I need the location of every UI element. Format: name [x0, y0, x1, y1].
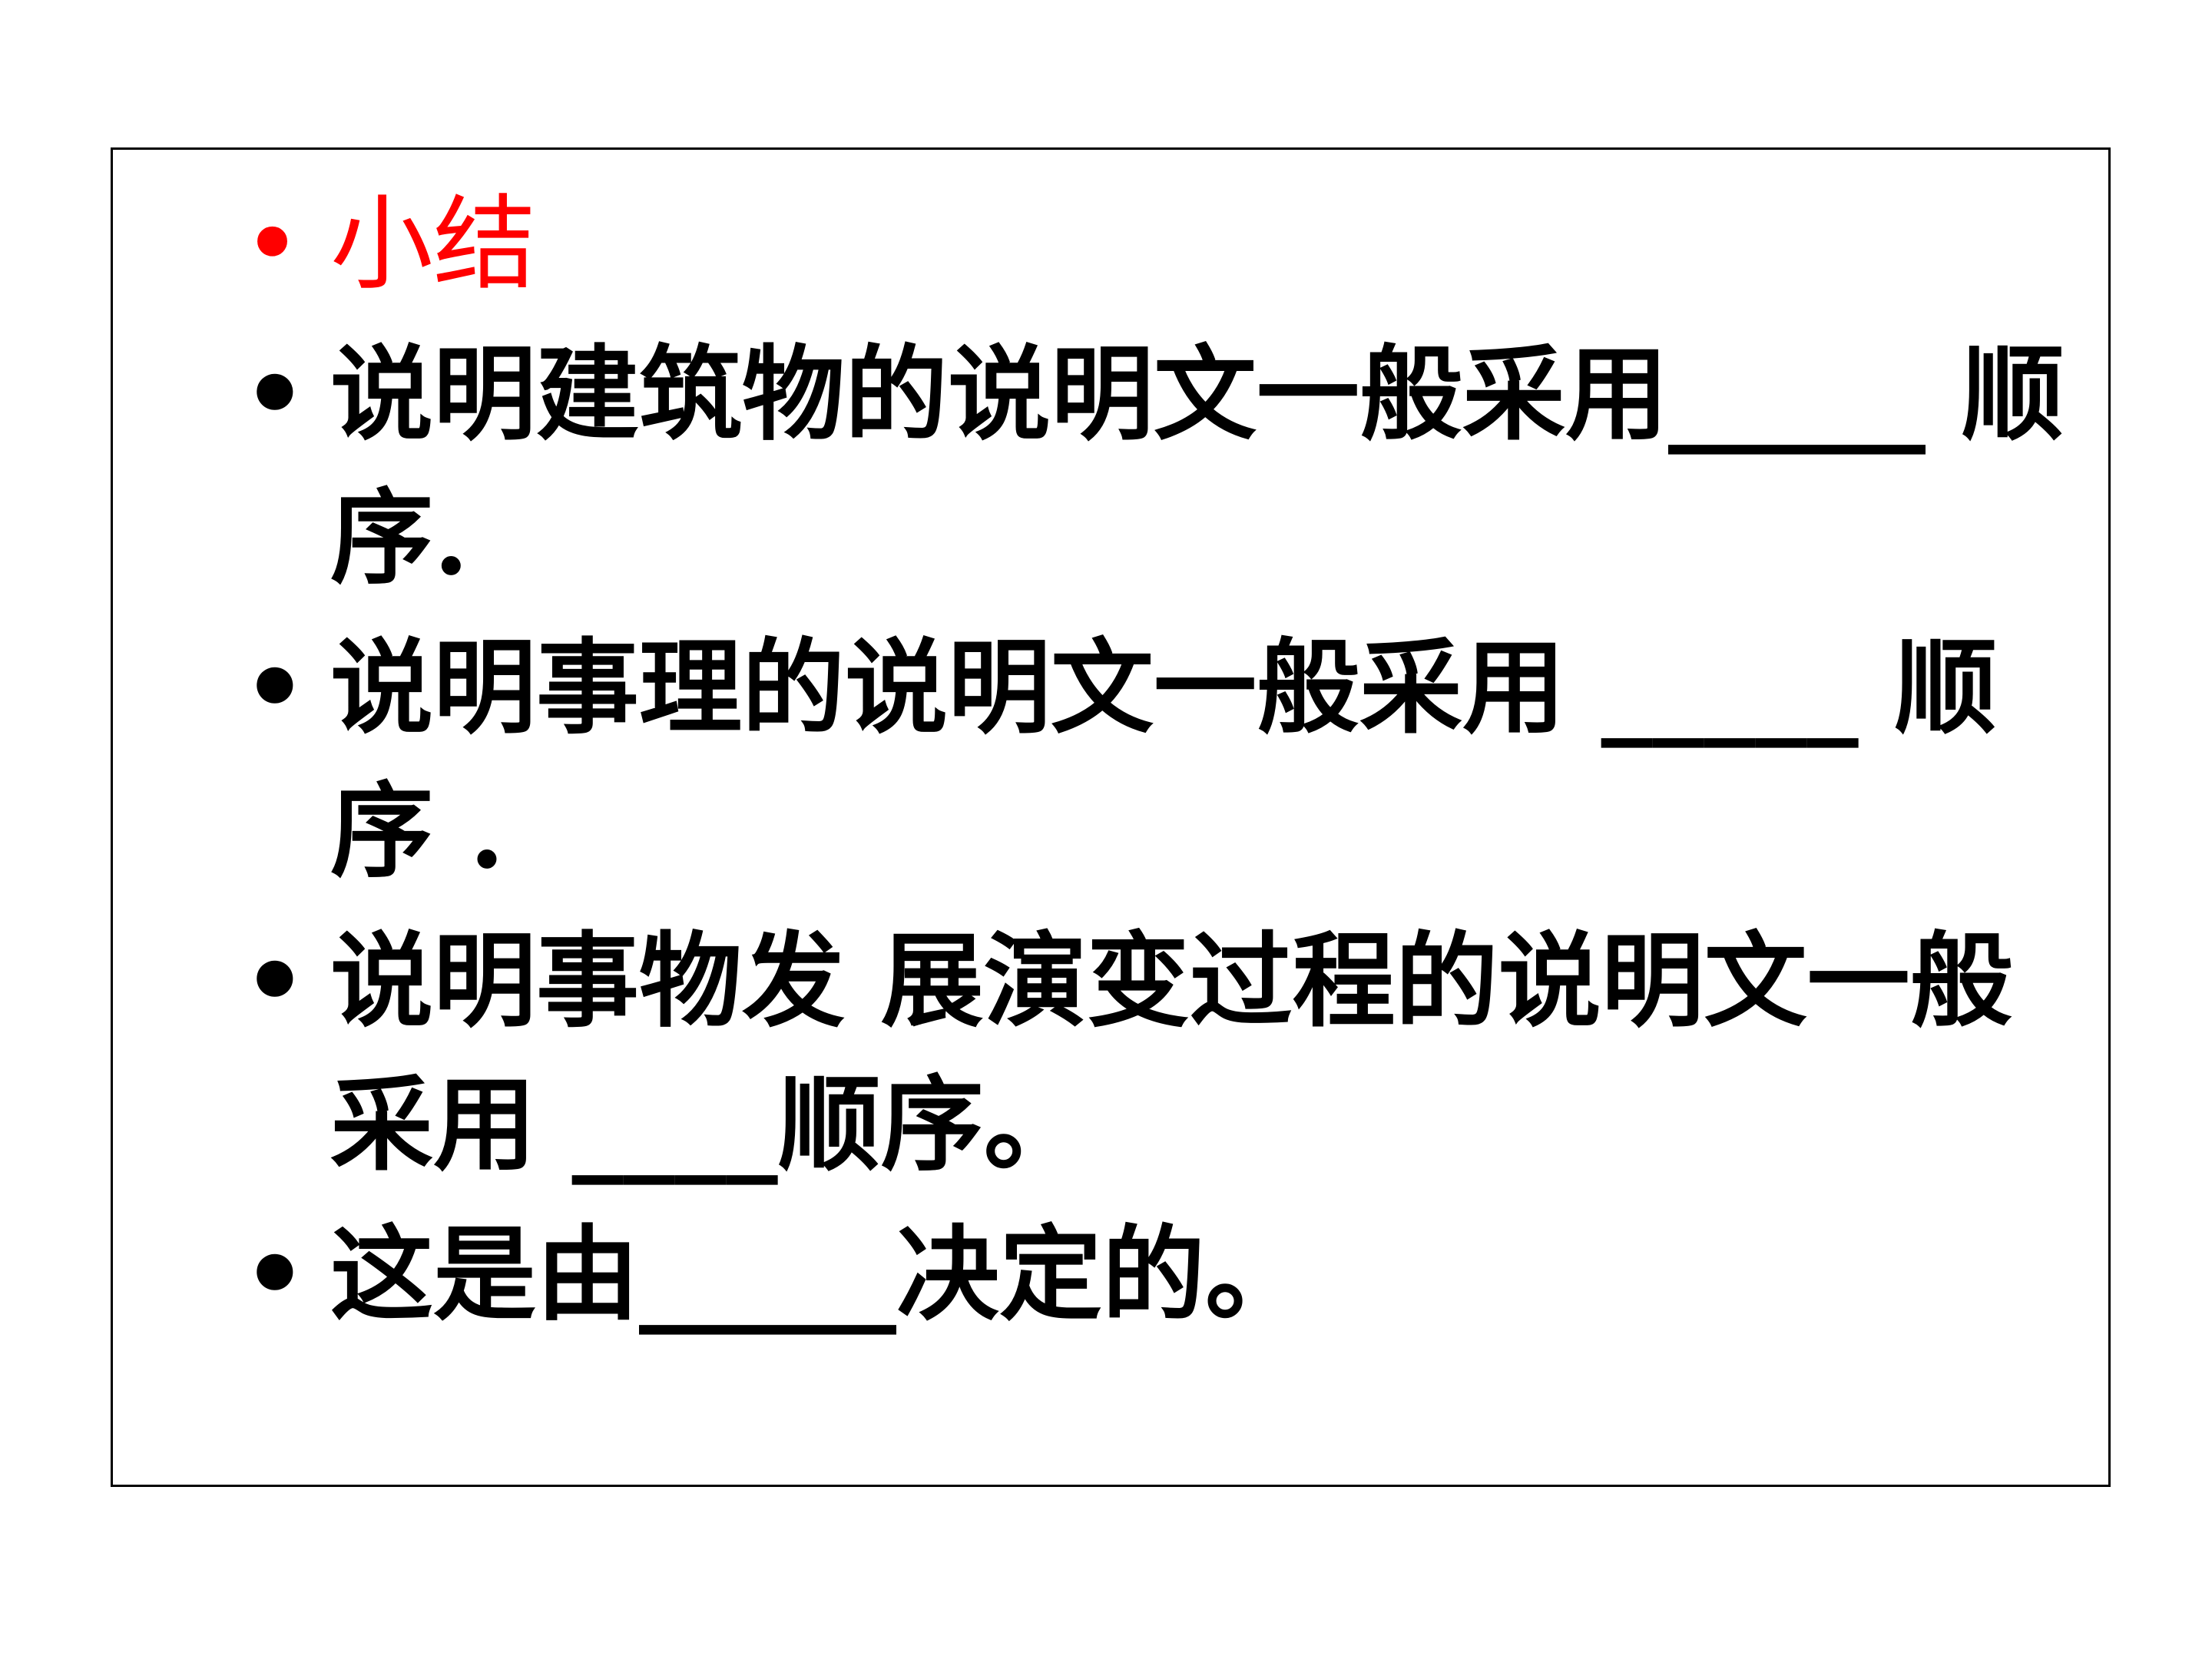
bullet-dot-icon: • — [242, 627, 308, 748]
slide-frame: • 小结 • 说明建筑物的说明文一般采用_____ 顺序. • 说明事理的说明文… — [111, 147, 2111, 1487]
bullet-text-building: 说明建筑物的说明文一般采用_____ 顺序. — [330, 333, 2065, 598]
bullet-item-title: • 小结 — [242, 173, 2070, 316]
bullet-dot-icon: • — [242, 1214, 308, 1335]
bullet-text-conclusion: 这是由_____决定的。 — [330, 1214, 1309, 1335]
bullet-item-conclusion: • 这是由_____决定的。 — [242, 1203, 2070, 1346]
bullet-item-building: • 说明建筑物的说明文一般采用_____ 顺序. — [242, 323, 2070, 610]
bullet-item-evolution: • 说明事物发 展演变过程的说明文一般采用 ____顺序。 — [242, 909, 2070, 1197]
bullet-text-reasoning: 说明事理的说明文一般采用 _____ 顺序 . — [330, 627, 1998, 892]
bullet-dot-icon: • — [242, 184, 303, 304]
bullet-item-reasoning: • 说明事理的说明文一般采用 _____ 顺序 . — [242, 616, 2070, 903]
bullet-dot-icon: • — [242, 333, 308, 455]
bullet-dot-icon: • — [242, 920, 308, 1041]
bullet-text-evolution: 说明事物发 展演变过程的说明文一般采用 ____顺序。 — [330, 920, 2013, 1185]
bullet-list: • 小结 • 说明建筑物的说明文一般采用_____ 顺序. • 说明事理的说明文… — [242, 173, 2070, 1353]
summary-title: 小结 — [330, 184, 537, 304]
